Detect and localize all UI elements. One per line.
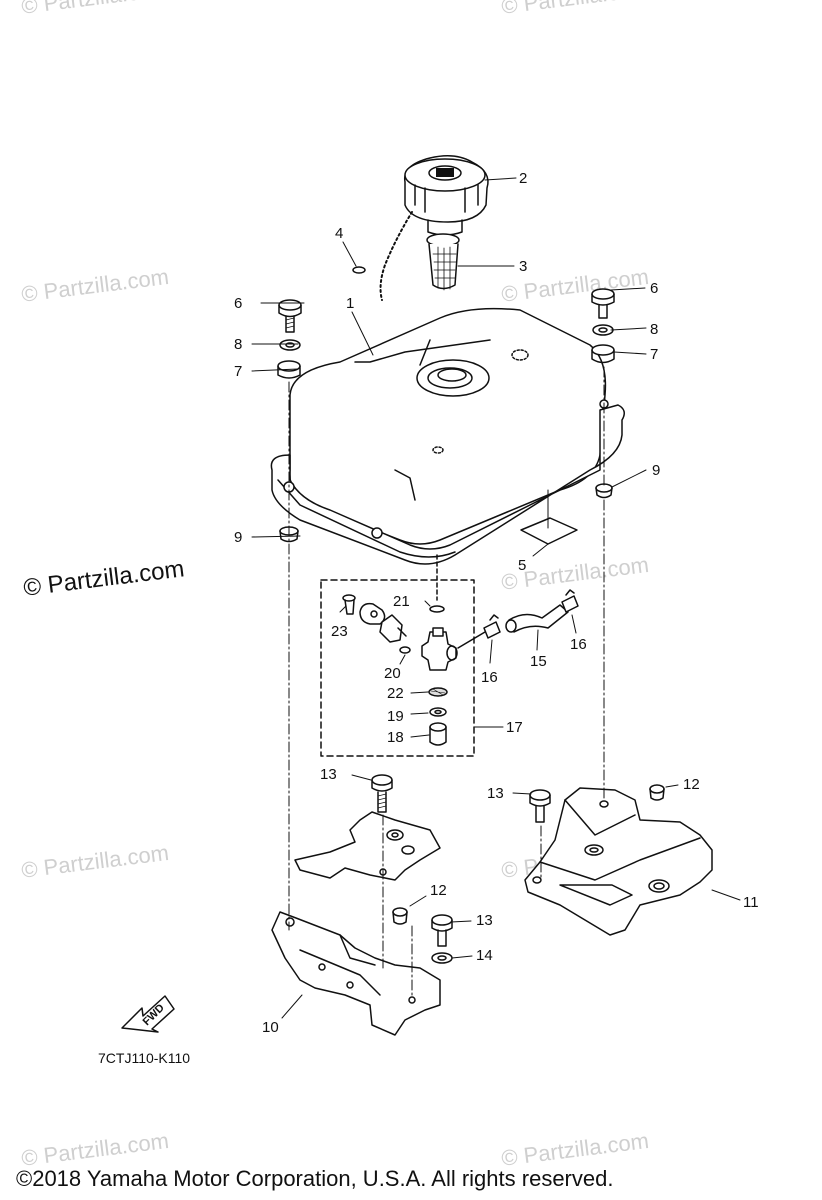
fuel-tank-part — [270, 307, 625, 565]
callout-1: 1 — [346, 295, 355, 312]
callout-10: 10 — [262, 1019, 279, 1036]
callout-12-lower: 12 — [430, 882, 447, 899]
lower-bracket-hardware — [392, 907, 453, 964]
callout-23: 23 — [331, 623, 348, 640]
callout-16-right: 16 — [570, 636, 587, 653]
right-guard-part — [524, 784, 713, 936]
fuel-cock-assembly-box — [320, 579, 475, 757]
callout-21: 21 — [393, 593, 410, 610]
forward-arrow-icon — [121, 995, 175, 1033]
callout-7-right: 7 — [650, 346, 659, 363]
diagram-code: 7CTJ110-K110 — [98, 1050, 191, 1066]
callout-15: 15 — [530, 653, 547, 670]
fuel-cap-part — [403, 155, 489, 236]
callout-8-left: 8 — [234, 336, 243, 353]
callout-9-left: 9 — [234, 529, 243, 546]
fuel-cock-parts — [342, 594, 458, 746]
callout-19: 19 — [387, 708, 404, 725]
tank-pad-part — [520, 517, 578, 545]
callout-14: 14 — [476, 947, 493, 964]
callout-20: 20 — [384, 665, 401, 682]
callout-18: 18 — [387, 729, 404, 746]
chain-ring — [352, 266, 366, 274]
callout-5: 5 — [518, 557, 527, 574]
callout-13-right: 13 — [487, 785, 504, 802]
callout-12-right: 12 — [683, 776, 700, 793]
left-mount-hardware — [277, 299, 302, 543]
left-bracket-part — [271, 911, 441, 1036]
callout-6-right: 6 — [650, 280, 659, 297]
callout-6-left: 6 — [234, 295, 243, 312]
fuel-strainer-part — [426, 233, 460, 291]
callout-7-left: 7 — [234, 363, 243, 380]
alignment-lines — [288, 366, 605, 999]
callout-2: 2 — [519, 170, 528, 187]
callout-4: 4 — [335, 225, 344, 242]
callout-3: 3 — [519, 258, 528, 275]
callout-17: 17 — [506, 719, 523, 736]
callout-22: 22 — [387, 685, 404, 702]
callout-9-right: 9 — [652, 462, 661, 479]
callout-13-top: 13 — [320, 766, 337, 783]
right-mount-hardware — [591, 288, 615, 499]
cap-chain-part — [379, 211, 413, 301]
leader-lines — [251, 177, 741, 1019]
callout-13-lower: 13 — [476, 912, 493, 929]
callout-11: 11 — [743, 894, 759, 911]
mid-bracket-part — [294, 774, 441, 881]
copyright-notice: ©2018 Yamaha Motor Corporation, U.S.A. A… — [16, 1166, 614, 1191]
fuel-hose-and-clamps — [457, 589, 579, 649]
callout-16-left: 16 — [481, 669, 498, 686]
callout-8-right: 8 — [650, 321, 659, 338]
